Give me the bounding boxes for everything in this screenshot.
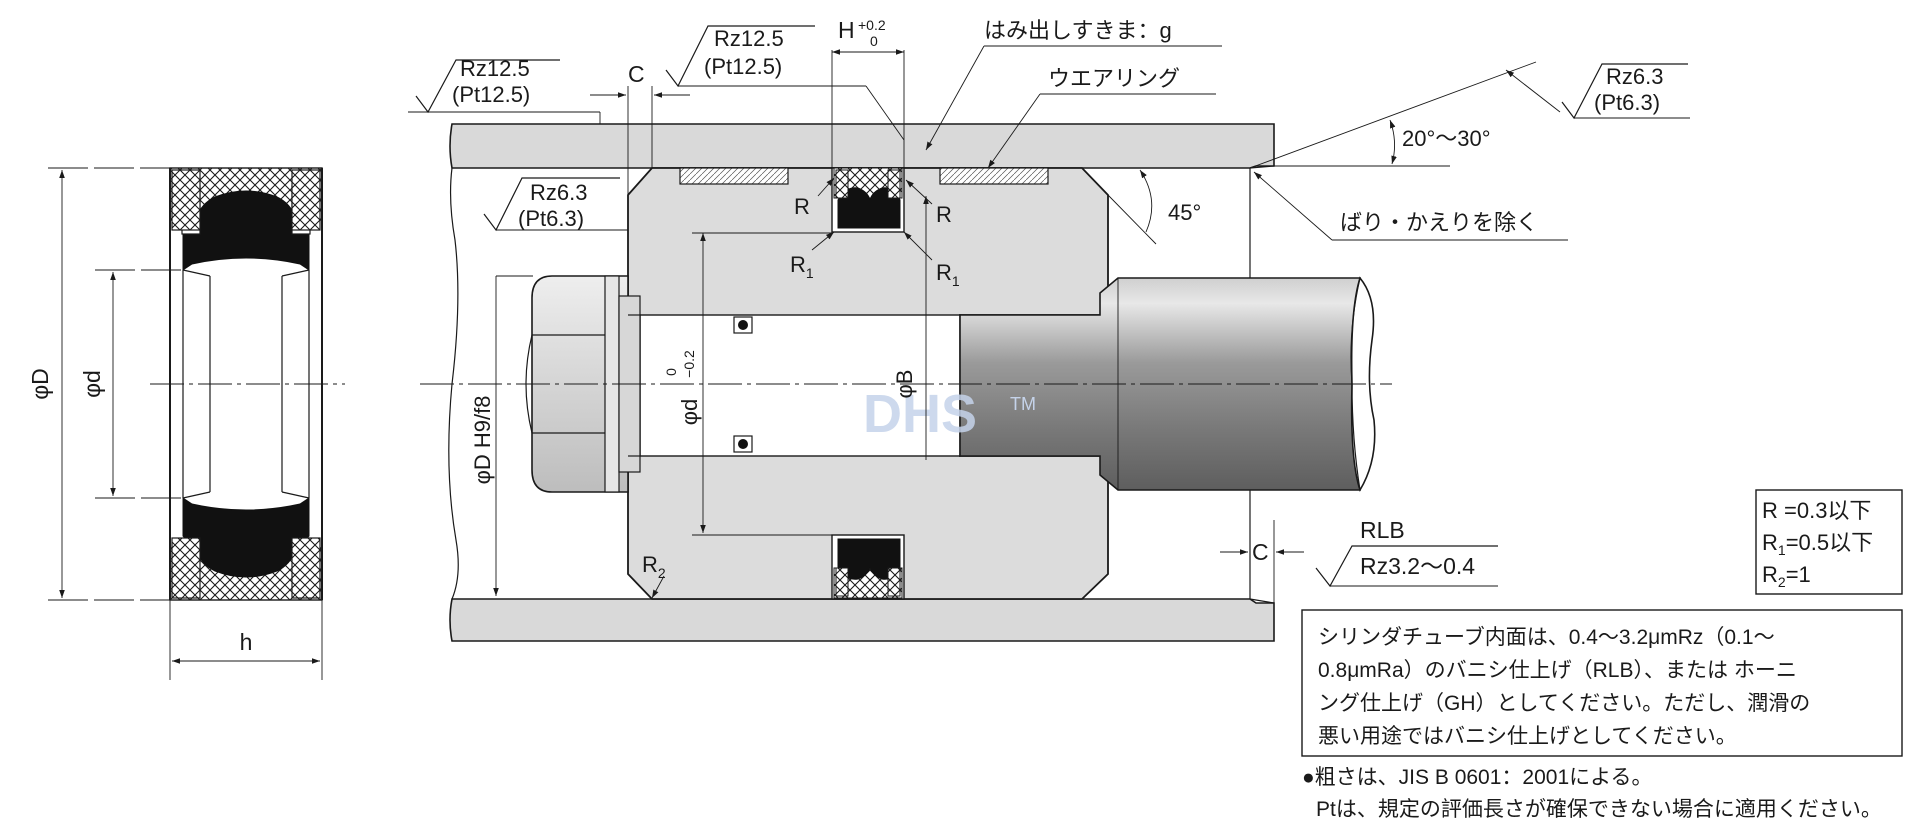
rough-groove-rz: Rz12.5 bbox=[714, 26, 784, 51]
cylinder-tube-top bbox=[449, 123, 1275, 169]
chamfer-label-top: C bbox=[628, 61, 645, 87]
seal-dim-inner-diameter: φd bbox=[79, 370, 105, 398]
chamfer-label-bottom: C bbox=[1252, 539, 1269, 565]
roughness-symbol-right: Rz6.3 (Pt6.3) bbox=[1505, 63, 1690, 120]
dim-groove-tol-lower: −0.2 bbox=[681, 350, 697, 378]
dim-groove-width: H bbox=[838, 17, 855, 43]
rough-top-left-rz: Rz12.5 bbox=[460, 56, 530, 81]
radius-table-r1-rest: =0.5以下 bbox=[1786, 530, 1873, 555]
wear-ring-left bbox=[679, 167, 789, 185]
footnote-roughness-standard: ●粗さは、JIS B 0601：2001による。 bbox=[1302, 766, 1653, 789]
angle-range-label: 20°〜30° bbox=[1402, 126, 1491, 151]
wear-ring-right bbox=[939, 167, 1049, 185]
rough-top-left-pt: (Pt12.5) bbox=[452, 82, 530, 107]
roughness-symbol-top-left: Rz12.5 (Pt12.5) bbox=[408, 56, 601, 124]
note-line-3: ング仕上げ（GH）としてください。ただし、潤滑の bbox=[1318, 692, 1810, 715]
radius-table-r2-rest: =1 bbox=[1786, 562, 1811, 587]
dim-groove-width-tol-lower: 0 bbox=[870, 33, 878, 49]
rough-right-rz: Rz6.3 bbox=[1606, 64, 1663, 89]
seal-top-section bbox=[169, 167, 323, 271]
dim-groove-diameter: φd bbox=[677, 399, 702, 426]
deburr-label: ばり・かえりを除く bbox=[1340, 210, 1538, 235]
watermark-logo: DHS bbox=[863, 384, 977, 444]
seal-dim-height: h bbox=[240, 629, 253, 655]
seal-dim-outer-diameter: φD bbox=[27, 368, 53, 400]
radius-table-r1-sub: 1 bbox=[1778, 542, 1786, 558]
rough-groove-pt: (Pt12.5) bbox=[704, 54, 782, 79]
radius-table-row-r1: R1=0.5以下 bbox=[1762, 530, 1873, 558]
radius-table-r2-main: R bbox=[1762, 562, 1778, 587]
finish-code: RLB bbox=[1360, 517, 1405, 543]
r2-main: R bbox=[642, 552, 658, 577]
roughness-symbol-rlb: RLB Rz3.2〜0.4 bbox=[1315, 517, 1498, 588]
r1-right-main: R bbox=[936, 260, 952, 285]
radius-table: R =0.3以下 R1=0.5以下 R2=1 bbox=[1755, 489, 1903, 595]
radius-table-r2-sub: 2 bbox=[1778, 574, 1786, 590]
seal-groove-top bbox=[831, 167, 905, 233]
footnote-pt-usage: Ptは、規定の評価長さが確保できない場合に適用ください。 bbox=[1316, 798, 1882, 821]
rough-piston-rz: Rz6.3 bbox=[530, 180, 587, 205]
wear-ring-label: ウエアリング bbox=[1048, 66, 1180, 91]
radius-label-right: R bbox=[936, 202, 952, 227]
seal-bottom-section bbox=[169, 497, 323, 601]
radius-label-left: R bbox=[794, 194, 810, 219]
note-line-2: 0.8μmRa）のバニシ仕上げ（RLB）、または ホーニ bbox=[1318, 659, 1797, 682]
angle-45-label: 45° bbox=[1168, 200, 1201, 225]
r1-label-left: R1 bbox=[790, 252, 814, 281]
r2-label: R2 bbox=[642, 552, 666, 581]
note-line-1: シリンダチューブ内面は、0.4〜3.2μmRz（0.1〜 bbox=[1318, 626, 1775, 649]
finish-roughness: Rz3.2〜0.4 bbox=[1360, 553, 1475, 579]
r1-left-main: R bbox=[790, 252, 806, 277]
radius-table-row-r: R =0.3以下 bbox=[1762, 498, 1871, 523]
note-line-4: 悪い用途ではバニシ仕上げとしてください。 bbox=[1318, 725, 1737, 748]
dim-rod-diameter: φB bbox=[892, 370, 917, 399]
dim-bore-diameter: φD H9/f8 bbox=[470, 396, 495, 485]
radius-table-r-main: R bbox=[1762, 498, 1778, 523]
r1-right-sub: 1 bbox=[952, 273, 960, 289]
extrusion-gap-label: はみ出しすきま：g bbox=[984, 18, 1172, 43]
r2-sub: 2 bbox=[658, 565, 666, 581]
r1-label-right: R1 bbox=[936, 260, 960, 289]
seal-groove-bottom bbox=[831, 534, 905, 600]
radius-table-r1-main: R bbox=[1762, 530, 1778, 555]
rough-piston-pt: (Pt6.3) bbox=[518, 206, 584, 231]
dim-groove-tol-upper: 0 bbox=[663, 368, 679, 376]
roughness-symbol-groove: Rz12.5 (Pt12.5) bbox=[665, 25, 905, 141]
housing-assembly-view: DHS TM φD H9/f8 φd 0 −0.2 φB H +0.2 0 C bbox=[408, 17, 1690, 642]
r1-left-sub: 1 bbox=[806, 265, 814, 281]
seal-section-view: φD φd h bbox=[27, 167, 345, 680]
rough-right-pt: (Pt6.3) bbox=[1594, 90, 1660, 115]
watermark-trademark: TM bbox=[1010, 394, 1036, 414]
dim-groove-diameter-main: φd bbox=[677, 399, 702, 426]
roughness-symbol-piston: Rz6.3 (Pt6.3) bbox=[483, 177, 628, 232]
dim-groove-width-tol-upper: +0.2 bbox=[858, 17, 886, 33]
radius-table-r-rest: =0.3以下 bbox=[1778, 498, 1872, 523]
radius-table-row-r2: R2=1 bbox=[1762, 562, 1811, 590]
cylinder-tube-bottom bbox=[449, 598, 1275, 642]
surface-finish-note: シリンダチューブ内面は、0.4〜3.2μmRz（0.1〜 0.8μmRa）のバニ… bbox=[1301, 609, 1903, 757]
